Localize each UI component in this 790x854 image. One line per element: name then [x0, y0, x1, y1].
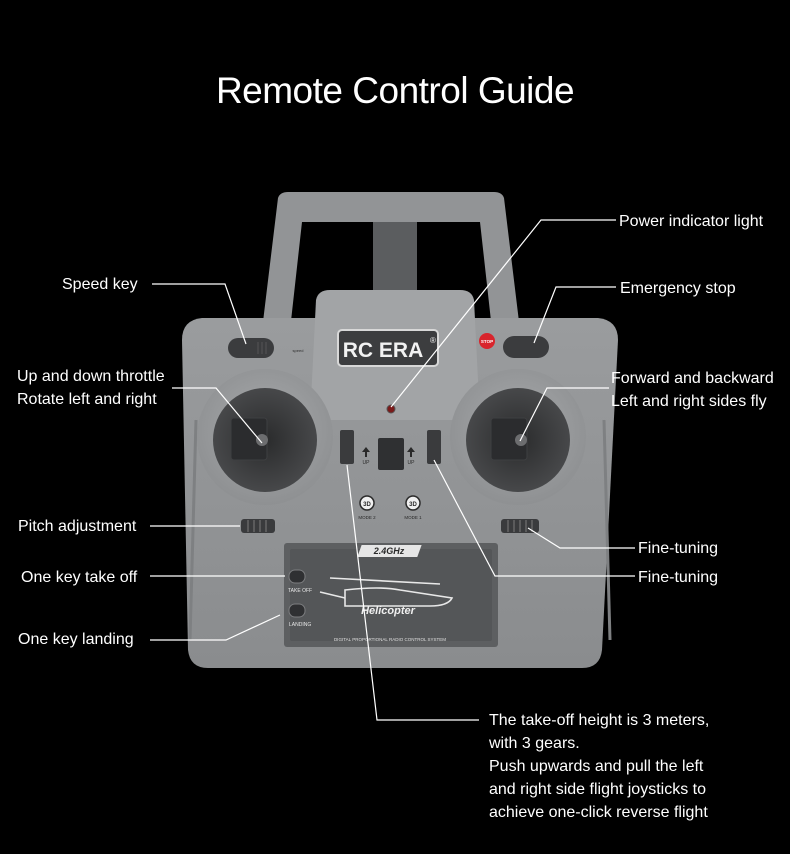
model-name: Helicopter — [361, 605, 416, 617]
antenna — [373, 203, 417, 295]
brand-logo: RC ERA — [343, 339, 424, 362]
label-forward-line2: Left and right sides fly — [611, 393, 767, 410]
label-forward-line1: Forward and backward — [611, 370, 774, 387]
note-line: The take-off height is 3 meters, — [489, 712, 710, 729]
carry-handle — [262, 192, 520, 330]
svg-text:UP: UP — [363, 460, 371, 466]
take-off-button[interactable] — [288, 569, 306, 584]
svg-text:3D: 3D — [409, 502, 417, 508]
label-one-key-takeoff: One key take off — [21, 569, 138, 586]
note-line: Push upwards and pull the left — [489, 758, 704, 775]
label-one-key-landing: One key landing — [18, 631, 134, 648]
svg-text:3D: 3D — [363, 502, 371, 508]
svg-text:LANDING: LANDING — [289, 622, 311, 628]
label-emergency-stop: Emergency stop — [620, 280, 736, 297]
note-line: and right side flight joysticks to — [489, 781, 706, 798]
svg-text:speed: speed — [293, 348, 304, 353]
label-power-indicator: Power indicator light — [619, 213, 764, 230]
left-mode-switch[interactable] — [340, 430, 354, 464]
svg-text:MODE 2: MODE 2 — [358, 515, 376, 520]
landing-button[interactable] — [288, 603, 306, 618]
mode1-badge — [405, 495, 421, 511]
label-pitch-adjustment: Pitch adjustment — [18, 518, 137, 535]
mode2-badge — [359, 495, 375, 511]
label-fine-tuning-1: Fine-tuning — [638, 540, 719, 557]
emergency-stop-button[interactable] — [503, 336, 549, 358]
note-line: achieve one-click reverse flight — [489, 804, 708, 821]
svg-text:DIGITAL PROPORTIONAL RADIO CON: DIGITAL PROPORTIONAL RADIO CONTROL SYSTE… — [334, 637, 446, 642]
svg-text:TAKE OFF: TAKE OFF — [288, 588, 312, 594]
takeoff-note: The take-off height is 3 meters, with 3 … — [489, 709, 709, 824]
page-title: Remote Control Guide — [215, 70, 575, 111]
stop-badge — [479, 333, 495, 349]
svg-text:2.4GHz: 2.4GHz — [373, 546, 405, 556]
callout-lines — [150, 219, 635, 721]
svg-text:UP: UP — [408, 460, 416, 466]
right-mode-switch[interactable] — [427, 430, 441, 464]
label-fine-tuning-2: Fine-tuning — [638, 569, 719, 586]
label-speed-key: Speed key — [62, 276, 138, 293]
power-indicator-light — [386, 404, 396, 414]
label-throttle-line2: Rotate left and right — [17, 391, 157, 408]
svg-text:STOP: STOP — [481, 339, 493, 344]
center-flip-switch[interactable] — [378, 438, 404, 470]
speed-key[interactable] — [228, 338, 274, 358]
note-line: with 3 gears. — [489, 735, 580, 752]
left-joystick[interactable] — [256, 434, 268, 446]
helicopter-graphic — [319, 577, 454, 607]
label-throttle-line1: Up and down throttle — [17, 368, 165, 385]
pitch-adjustment-wheel[interactable] — [241, 519, 275, 533]
svg-text:MODE 1: MODE 1 — [404, 515, 422, 520]
svg-text:®: ® — [430, 336, 436, 345]
